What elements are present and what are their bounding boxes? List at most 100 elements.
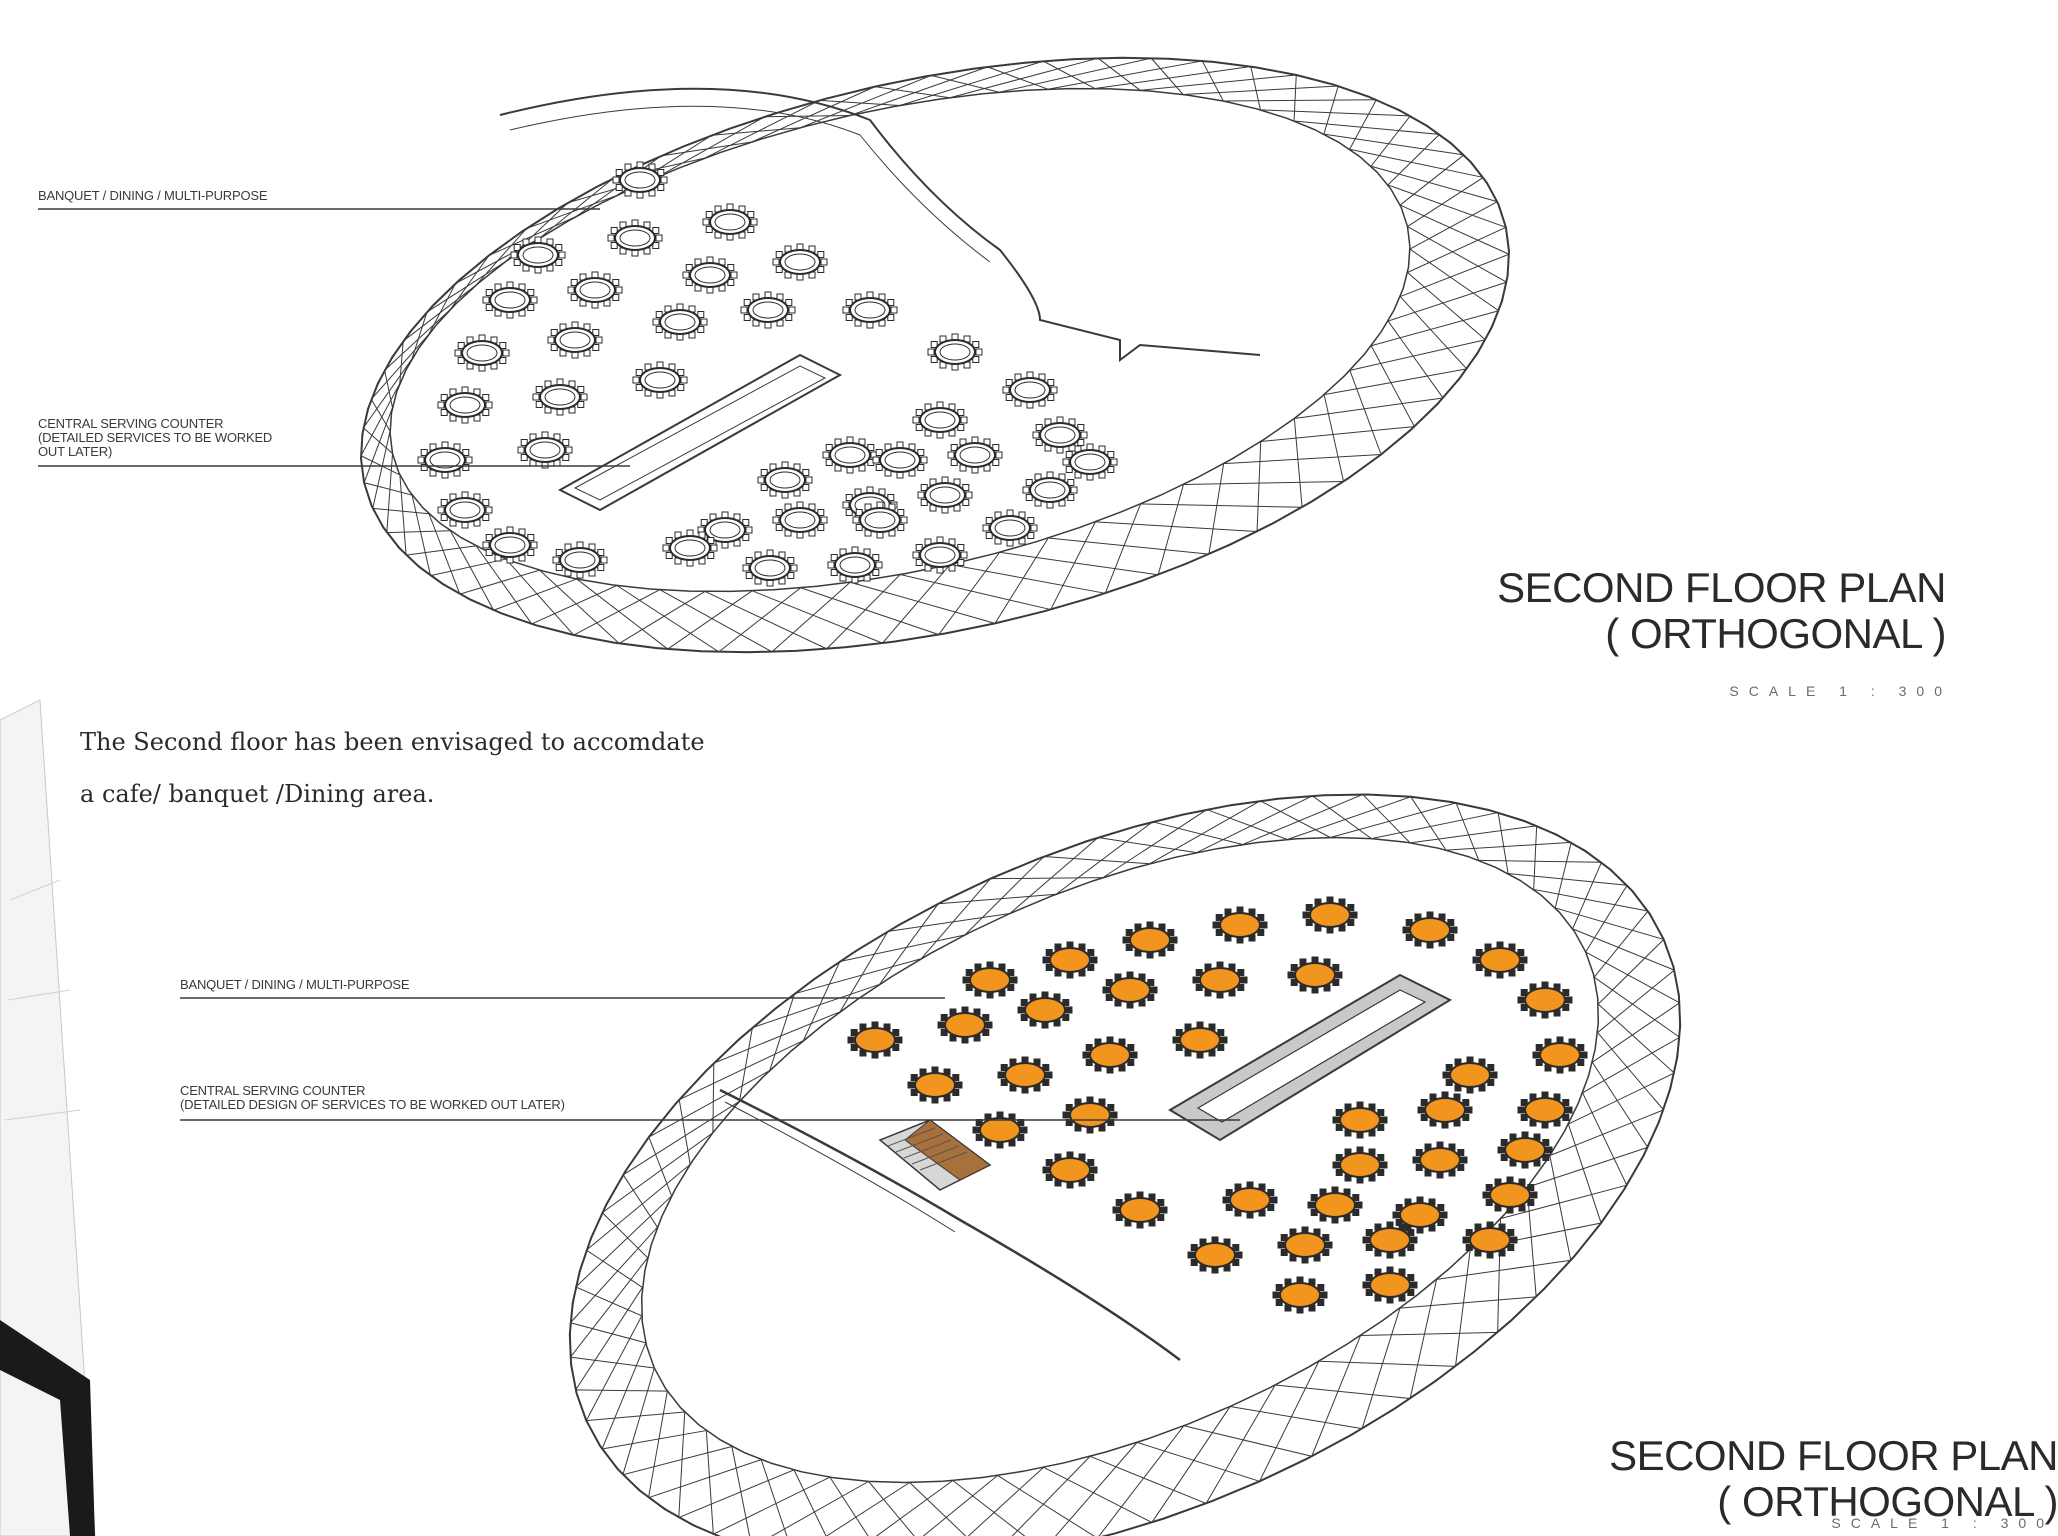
lattice-strut	[850, 581, 996, 624]
lattice-strut	[370, 399, 391, 432]
chair	[1417, 1106, 1425, 1114]
lattice-strut	[449, 255, 490, 310]
chair	[962, 484, 970, 491]
lattice-strut	[1256, 441, 1262, 532]
dining-table	[517, 431, 573, 469]
chair	[555, 259, 563, 266]
dining-table	[842, 291, 898, 329]
lattice-strut	[475, 228, 527, 286]
table-inner-ring	[939, 343, 971, 361]
lattice-strut	[384, 309, 451, 371]
chair	[1062, 1111, 1070, 1119]
chair	[1102, 986, 1110, 994]
chair	[530, 541, 538, 549]
chair	[1460, 1156, 1468, 1164]
lattice-strut	[622, 1367, 655, 1475]
chair	[727, 264, 735, 271]
lattice-strut	[1508, 873, 1628, 886]
top-plan-title-line2: ( ORTHOGONAL )	[1605, 610, 1946, 657]
lattice-strut	[769, 993, 795, 1071]
chair	[1020, 1014, 1028, 1021]
table-inner-ring	[884, 451, 916, 469]
chair	[1332, 964, 1340, 971]
chair	[485, 534, 493, 541]
chair	[897, 509, 905, 516]
dining-table	[917, 476, 973, 514]
lattice-strut	[794, 958, 922, 995]
chair	[417, 456, 425, 464]
chair	[1157, 1214, 1165, 1221]
dining-table	[1277, 1226, 1333, 1264]
lattice-strut	[428, 283, 457, 335]
lattice-strut	[539, 569, 620, 644]
chair	[1105, 979, 1113, 986]
table-top	[944, 1012, 986, 1038]
chair	[1017, 1134, 1025, 1141]
chair	[900, 516, 908, 524]
table-inner-ring	[752, 301, 784, 319]
lattice-strut	[752, 983, 880, 1029]
chair	[485, 506, 493, 514]
lattice-strut	[586, 1411, 685, 1422]
chair	[1022, 486, 1030, 494]
chair	[1310, 1194, 1318, 1201]
chair	[962, 499, 970, 506]
chair	[1535, 1059, 1543, 1066]
chair	[485, 549, 493, 556]
chair	[1232, 1244, 1240, 1251]
lattice-strut	[713, 1476, 831, 1535]
dining-table	[697, 511, 753, 549]
chair	[465, 456, 473, 464]
lattice-strut	[875, 1480, 954, 1536]
lattice-strut	[1043, 856, 1150, 865]
lattice-strut	[1323, 133, 1464, 156]
chair	[1305, 904, 1313, 911]
chair	[1042, 1166, 1050, 1174]
chair	[1317, 1299, 1325, 1306]
table-inner-ring	[694, 266, 726, 284]
table-inner-ring	[709, 521, 741, 539]
chair	[1380, 1161, 1388, 1169]
lattice-strut	[575, 1287, 643, 1391]
chair	[1042, 956, 1050, 964]
lattice-strut	[575, 1195, 672, 1288]
lattice-strut	[1223, 99, 1377, 102]
chair	[550, 344, 558, 351]
lattice-strut	[679, 1040, 804, 1101]
chair	[992, 444, 1000, 451]
chair	[1482, 1191, 1490, 1199]
lattice-strut	[967, 1466, 1044, 1536]
chair	[1347, 919, 1355, 926]
lattice-strut	[1478, 859, 1602, 863]
lattice-strut	[793, 1469, 827, 1536]
chair	[742, 534, 750, 541]
lattice-strut	[718, 587, 802, 653]
chair	[742, 519, 750, 526]
dining-table	[1307, 1186, 1363, 1224]
dining-table	[852, 501, 908, 539]
table-top	[1049, 1157, 1091, 1183]
chair	[1025, 479, 1033, 486]
table-top	[1409, 917, 1451, 943]
lattice-strut	[618, 591, 706, 644]
chair	[775, 524, 783, 531]
chair	[1232, 1259, 1240, 1266]
lattice-strut	[1089, 1455, 1207, 1504]
top-plan-title-line1: SECOND FLOOR PLAN	[1497, 564, 1946, 611]
chair	[612, 176, 620, 184]
lattice-strut	[1407, 226, 1507, 273]
chair	[982, 524, 990, 532]
dining-table	[1472, 941, 1528, 979]
lattice-strut	[1140, 74, 1297, 91]
chair	[677, 384, 685, 391]
chair	[1420, 1114, 1428, 1121]
chair	[787, 572, 795, 579]
lattice-strut	[999, 57, 1152, 93]
chair	[1050, 386, 1058, 394]
chair	[1270, 1196, 1278, 1204]
chair	[482, 409, 490, 416]
chair	[817, 524, 825, 531]
chair	[1235, 1251, 1243, 1259]
chair	[697, 326, 705, 333]
chair	[957, 409, 965, 416]
